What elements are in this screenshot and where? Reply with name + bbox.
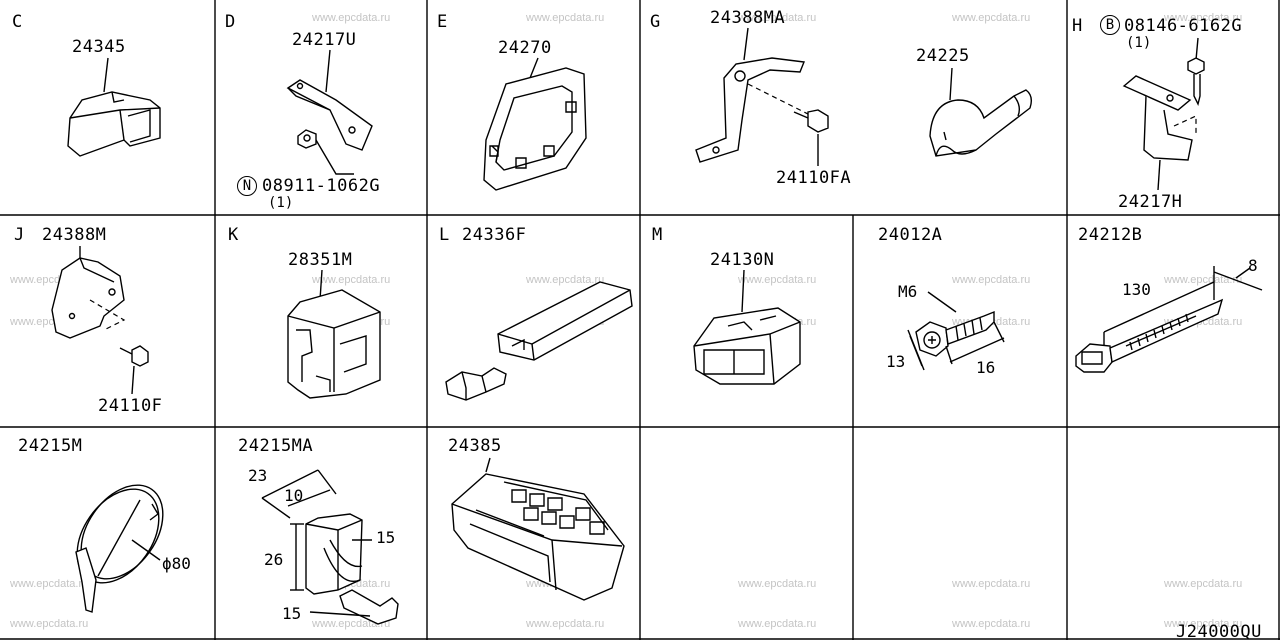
watermark-text: www.epcdata.ru <box>738 274 817 286</box>
part-number-08911-1062g[interactable]: 08911-1062G <box>262 176 381 196</box>
part-number-24110fa[interactable]: 24110FA <box>776 168 852 188</box>
watermark-text: www.epcdata.ru <box>1164 12 1243 24</box>
part-number-24388ma[interactable]: 24388MA <box>710 8 786 28</box>
part-number-24385[interactable]: 24385 <box>448 436 502 456</box>
watermark-text: www.epcdata.ru <box>1164 274 1243 286</box>
dimension-130: 130 <box>1122 280 1151 299</box>
part-number-24215m[interactable]: 24215M <box>18 436 83 456</box>
dimension-diameter-80: ϕ80 <box>162 554 191 573</box>
part-number-24225[interactable]: 24225 <box>916 46 970 66</box>
section-letter-g: G <box>650 12 661 32</box>
part-number-24388m[interactable]: 24388M <box>42 225 107 245</box>
watermark-text: www.epcdata.ru <box>952 578 1031 590</box>
watermark-text: www.epcdata.ru <box>526 618 605 630</box>
watermark-text: www.epcdata.ru <box>526 12 605 24</box>
watermark-text: www.epcdata.ru <box>1164 578 1243 590</box>
part-number-08146-6162g[interactable]: 08146-6162G <box>1124 16 1243 36</box>
part-number-24217u[interactable]: 24217U <box>292 30 357 50</box>
watermark-text: www.epcdata.ru <box>952 12 1031 24</box>
thread-label-m6: M6 <box>898 282 918 301</box>
watermark-text: www.epcdata.ru <box>312 12 391 24</box>
watermark-text: www.epcdata.ru <box>1164 618 1243 630</box>
section-letter-m: M <box>652 225 663 245</box>
dimension-15-b: 15 <box>282 604 302 623</box>
watermark-text: www.epcdata.ru <box>738 12 817 24</box>
dimension-26: 26 <box>264 550 284 569</box>
part-number-24110f[interactable]: 24110F <box>98 396 163 416</box>
watermark-text: www.epcdata.ru <box>952 274 1031 286</box>
dimension-8: 8 <box>1248 256 1258 275</box>
part-number-24345[interactable]: 24345 <box>72 37 126 57</box>
part-number-28351m[interactable]: 28351M <box>288 250 353 270</box>
section-letter-k: K <box>228 225 239 245</box>
part-number-24130n[interactable]: 24130N <box>710 250 775 270</box>
watermark-text: www.epcdata.ru <box>526 274 605 286</box>
part-number-24336f[interactable]: 24336F <box>462 225 527 245</box>
dimension-10: 10 <box>284 486 304 505</box>
bolt-symbol-b: B <box>1100 15 1120 35</box>
section-letter-l: L <box>439 225 450 245</box>
watermark-text: www.epcdata.ru <box>952 618 1031 630</box>
section-letter-j: J <box>14 225 25 245</box>
section-letter-e: E <box>437 12 448 32</box>
part-number-24215ma[interactable]: 24215MA <box>238 436 314 456</box>
part-number-24012a[interactable]: 24012A <box>878 225 943 245</box>
watermark-text: www.epcdata.ru <box>738 578 817 590</box>
section-letter-d: D <box>225 12 236 32</box>
section-letter-h: H <box>1072 16 1083 36</box>
bolt-quantity: (1) <box>1126 35 1152 51</box>
watermark-text: www.epcdata.ru <box>738 618 817 630</box>
part-number-24212b[interactable]: 24212B <box>1078 225 1143 245</box>
part-number-24270[interactable]: 24270 <box>498 38 552 58</box>
watermark-text: www.epcdata.ru <box>10 618 89 630</box>
nut-quantity: (1) <box>268 195 294 211</box>
dimension-15-a: 15 <box>376 528 396 547</box>
dimension-23: 23 <box>248 466 268 485</box>
dimension-13: 13 <box>886 352 906 371</box>
watermark-text: www.epcdata.ru <box>10 578 89 590</box>
dimension-16: 16 <box>976 358 996 377</box>
watermark-text: www.epcdata.ru <box>312 274 391 286</box>
section-letter-c: C <box>12 12 23 32</box>
part-number-24217h[interactable]: 24217H <box>1118 192 1183 212</box>
nut-symbol-n: N <box>237 176 257 196</box>
diagram-code: J24000QU <box>1176 622 1262 642</box>
